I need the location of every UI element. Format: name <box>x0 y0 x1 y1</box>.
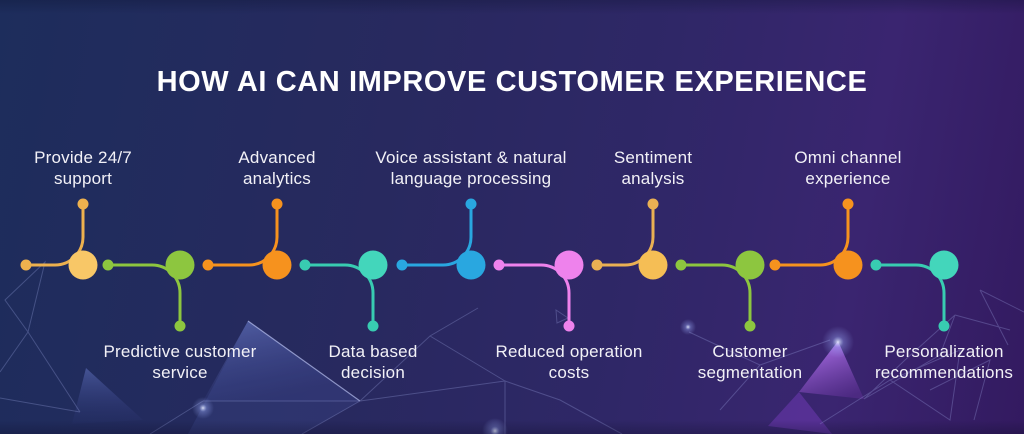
mesh-lines <box>0 260 1024 434</box>
label-data-based-decision: Data based decision <box>328 342 418 382</box>
node-sentiment-analysis <box>591 198 668 280</box>
node-circle <box>929 250 959 280</box>
node-circle <box>638 250 668 280</box>
node-circle <box>165 250 195 280</box>
connector-start-dot <box>493 259 505 271</box>
connector-end-dot <box>174 320 186 332</box>
node-advanced-analytics <box>202 198 292 280</box>
label-sentiment-analysis: Sentiment analysis <box>613 148 693 188</box>
node-circle <box>833 250 863 280</box>
node-personalization-recommendations <box>870 250 959 332</box>
connector-end-dot <box>938 320 950 332</box>
connector-start-dot <box>769 259 781 271</box>
label-reduced-operation-costs: Reduced operation costs <box>495 342 643 382</box>
label-predictive-customer-service: Predictive customer service <box>103 342 257 382</box>
node-circle <box>358 250 388 280</box>
label-customer-segmentation: Customer segmentation <box>697 342 803 382</box>
page-title: HOW AI CAN IMPROVE CUSTOMER EXPERIENCE <box>156 66 868 98</box>
node-customer-segmentation <box>675 250 765 332</box>
connector-end-dot <box>647 198 659 210</box>
connector-end-dot <box>77 198 89 210</box>
connector-end-dot <box>465 198 477 210</box>
connector-start-dot <box>299 259 311 271</box>
connector-end-dot <box>744 320 756 332</box>
node-circle <box>262 250 292 280</box>
node-circle <box>456 250 486 280</box>
filled-polygons <box>72 321 864 434</box>
node-circle <box>554 250 584 280</box>
label-provide-24-7-support: Provide 24/7 support <box>34 148 132 188</box>
connector-start-dot <box>870 259 882 271</box>
label-voice-assistant-natural-language-processing: Voice assistant & natural language proce… <box>375 148 567 188</box>
node-reduced-operation-costs <box>493 250 584 332</box>
node-predictive-customer-service <box>102 250 195 332</box>
connector-start-dot <box>396 259 408 271</box>
connector-start-dot <box>591 259 603 271</box>
connector-end-dot <box>271 198 283 210</box>
glow-spots <box>192 319 854 434</box>
connector-start-dot <box>102 259 114 271</box>
label-advanced-analytics: Advanced analytics <box>238 148 316 188</box>
node-circle <box>68 250 98 280</box>
label-personalization-recommendations: Personalization recommendations <box>874 342 1014 382</box>
bright-edge-line <box>247 320 361 402</box>
node-omni-channel-experience <box>769 198 863 280</box>
connector-start-dot <box>675 259 687 271</box>
connector-end-dot <box>563 320 575 332</box>
node-voice-assistant-natural-language-processing <box>396 198 486 280</box>
connector-end-dot <box>367 320 379 332</box>
node-circle <box>735 250 765 280</box>
connector-start-dot <box>202 259 214 271</box>
node-provide-24-7-support <box>20 198 98 280</box>
connector-start-dot <box>20 259 32 271</box>
label-omni-channel-experience: Omni channel experience <box>794 148 902 188</box>
node-data-based-decision <box>299 250 388 332</box>
connector-end-dot <box>842 198 854 210</box>
